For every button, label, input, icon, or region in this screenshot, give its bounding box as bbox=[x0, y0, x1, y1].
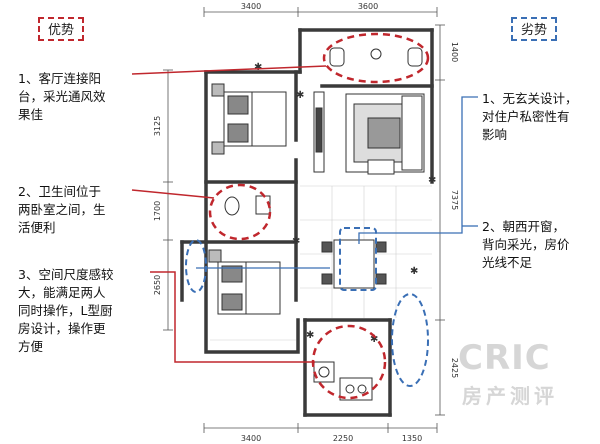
note-line: 1、无玄关设计， bbox=[482, 91, 578, 106]
dim-top-2: 3600 bbox=[358, 2, 378, 11]
dim-left-3: 2650 bbox=[153, 275, 162, 295]
advantages-tag: 优势 bbox=[38, 17, 84, 41]
note-line: 对住户私密性有 bbox=[482, 109, 570, 124]
dimension-lines bbox=[163, 7, 445, 433]
advantage-note-3: 3、空间尺度感较 大，能满足两人 同时操作，L型厨 房设计，操作更 方便 bbox=[18, 266, 150, 356]
note-line: 方便 bbox=[18, 339, 44, 354]
svg-text:✱: ✱ bbox=[254, 62, 262, 73]
dim-left-1: 3125 bbox=[153, 116, 162, 136]
watermark-logo: CRIC bbox=[458, 338, 551, 378]
note-line: 2、卫生间位于 bbox=[18, 184, 101, 199]
note-line: 1、客厅连接阳 bbox=[18, 71, 101, 86]
bathroom-fixtures bbox=[224, 195, 271, 216]
watermark-subtitle: 房产测评 bbox=[462, 384, 558, 408]
bedroom-1-bed bbox=[211, 83, 287, 155]
disadvantage-highlights bbox=[185, 227, 429, 387]
kitchen-fixtures bbox=[313, 361, 373, 401]
note-line: 背向采光，房价 bbox=[482, 237, 570, 252]
dim-right-3: 2425 bbox=[450, 358, 459, 378]
note-line: 活便利 bbox=[18, 220, 56, 235]
disadvantages-tag: 劣势 bbox=[511, 17, 557, 41]
disadvantage-note-1: 1、无玄关设计， 对住户私密性有 影响 bbox=[482, 90, 594, 144]
dim-bottom-1: 3400 bbox=[241, 434, 261, 443]
dim-right-1: 1400 bbox=[450, 42, 459, 62]
advantage-leaders bbox=[131, 65, 327, 363]
dim-bottom-3: 1350 bbox=[402, 434, 422, 443]
dim-left-2: 1700 bbox=[153, 201, 162, 221]
balcony-highlight bbox=[322, 32, 430, 84]
dim-top-1: 3400 bbox=[241, 2, 261, 11]
living-room-sofa-set bbox=[345, 93, 425, 175]
plant-icons: ✱ ✱ ✱ ✱ ✱ ✱ ✱ bbox=[254, 62, 436, 345]
entrance-highlight bbox=[339, 227, 377, 291]
bathroom-highlight bbox=[208, 183, 272, 241]
dim-right-2: 7375 bbox=[450, 190, 459, 210]
svg-text:✱: ✱ bbox=[410, 266, 418, 277]
disadvantage-leaders bbox=[196, 96, 478, 269]
note-line: 光线不足 bbox=[482, 255, 533, 270]
note-line: 2、朝西开窗， bbox=[482, 219, 565, 234]
west-window-highlight bbox=[391, 293, 429, 387]
disadvantage-note-2: 2、朝西开窗， 背向采光，房价 光线不足 bbox=[482, 218, 594, 272]
note-line: 同时操作，L型厨 bbox=[18, 303, 113, 318]
advantage-highlights bbox=[208, 32, 430, 400]
note-line: 3、空间尺度感较 bbox=[18, 267, 114, 282]
dim-bottom-2: 2250 bbox=[333, 434, 353, 443]
tv-cabinet bbox=[313, 91, 325, 173]
svg-text:✱: ✱ bbox=[370, 334, 378, 345]
svg-text:✱: ✱ bbox=[292, 236, 300, 247]
note-line: 果佳 bbox=[18, 107, 44, 122]
bedroom-window-highlight bbox=[185, 239, 207, 293]
bedroom-2-bed bbox=[208, 249, 281, 315]
balcony-chairs bbox=[329, 47, 423, 67]
advantage-note-2: 2、卫生间位于 两卧室之间，生 活便利 bbox=[18, 183, 138, 237]
walls bbox=[180, 28, 434, 417]
svg-text:✱: ✱ bbox=[306, 330, 314, 341]
note-line: 大，能满足两人 bbox=[18, 285, 106, 300]
note-line: 影响 bbox=[482, 127, 508, 142]
svg-text:✱: ✱ bbox=[296, 90, 304, 101]
svg-text:✱: ✱ bbox=[428, 175, 436, 186]
note-line: 台，采光通风效 bbox=[18, 89, 106, 104]
note-line: 房设计，操作更 bbox=[18, 321, 106, 336]
advantage-note-1: 1、客厅连接阳 台，采光通风效 果佳 bbox=[18, 70, 138, 124]
note-line: 两卧室之间，生 bbox=[18, 202, 106, 217]
